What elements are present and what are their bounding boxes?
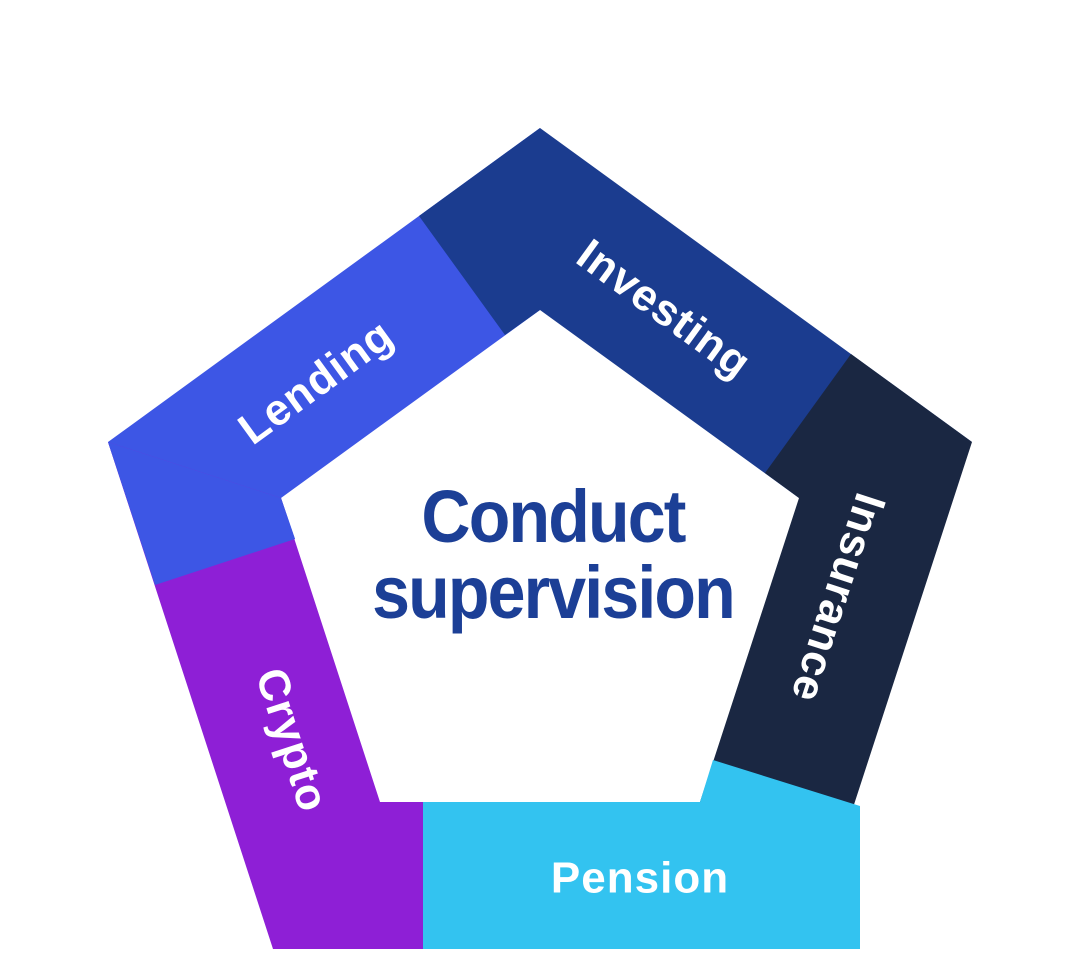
center-title-line1: Conduct (421, 476, 685, 558)
lending-band (108, 128, 540, 585)
center-title-line2: supervision (372, 552, 734, 634)
pension-label: Pension (551, 854, 729, 903)
lending-corner-overlap (108, 442, 295, 585)
